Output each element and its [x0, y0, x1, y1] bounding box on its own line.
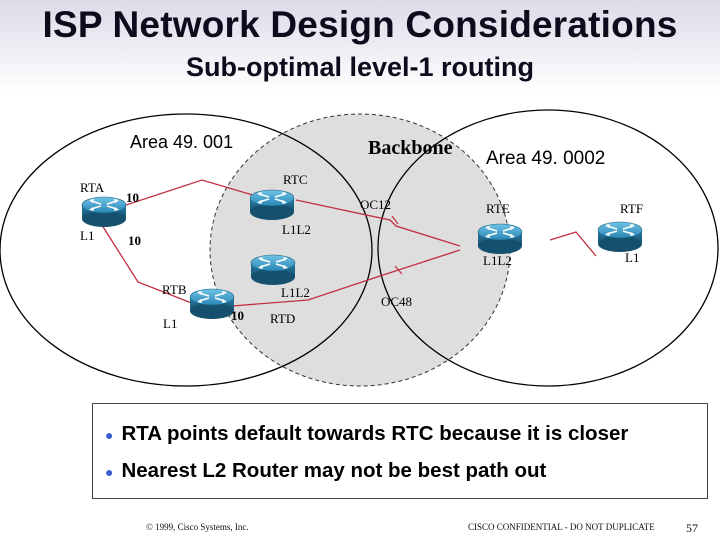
backbone-area	[209, 113, 511, 387]
oc48-crossmark	[394, 265, 403, 275]
router-rtc-icon	[249, 189, 295, 221]
page-subtitle: Sub-optimal level-1 routing	[185, 52, 535, 82]
oc12-crossmark	[391, 215, 399, 225]
link-label-oc48: OC48	[381, 294, 412, 309]
bullet-dot-icon: ●	[105, 463, 114, 480]
header-band	[0, 0, 720, 92]
router-rtb-icon	[189, 288, 235, 320]
bullet-text: Nearest L2 Router may not be best path o…	[121, 459, 547, 482]
bullet-box: ● RTA points default towards RTC because …	[92, 403, 708, 499]
link-rte-rtf	[549, 231, 597, 257]
router-rte-label: RTE	[486, 201, 510, 216]
router-rtb-label: RTB	[162, 282, 187, 297]
footer-confidential: CISCO CONFIDENTIAL - DO NOT DUPLICATE	[468, 522, 655, 532]
link-rtd-rte-oc48	[231, 249, 461, 307]
area-right-label: Area 49. 0002	[486, 148, 605, 169]
router-rtf-icon	[597, 221, 643, 253]
page-title: ISP Network Design Considerations	[42, 4, 678, 45]
footer-copyright: © 1999, Cisco Systems, Inc.	[146, 522, 249, 532]
bullet-text: RTA points default towards RTC because i…	[121, 422, 629, 445]
router-rtd-icon	[250, 254, 296, 286]
bullet-item: ● RTA points default towards RTC because …	[105, 422, 628, 446]
router-rtf-label: RTF	[620, 201, 643, 216]
link-cost-rta-rtc: 10	[126, 190, 139, 205]
link-rtc-rte-oc12	[295, 199, 461, 247]
router-rtc-label: RTC	[283, 172, 308, 187]
link-rta-rtc	[125, 179, 257, 206]
router-rta-label: RTA	[80, 180, 105, 195]
router-rtd-label: RTD	[270, 311, 295, 326]
backbone-label: Backbone	[368, 137, 453, 159]
bullet-dot-icon: ●	[105, 426, 114, 443]
area-right-boundary	[377, 109, 719, 387]
network-diagram: Area 49. 001 Backbone Area 49. 0002 RTA …	[0, 109, 719, 387]
link-label-oc12: OC12	[360, 197, 391, 212]
page-number: 57	[686, 521, 698, 535]
router-rte-level: L1L2	[483, 253, 512, 268]
area-left-boundary	[0, 113, 373, 387]
router-rtf-level: L1	[625, 250, 639, 265]
router-rtc-level: L1L2	[282, 222, 311, 237]
area-left-label: Area 49. 001	[130, 132, 233, 152]
router-rtb-level: L1	[163, 316, 177, 331]
router-rta-level: L1	[80, 228, 94, 243]
link-rta-rtb	[99, 221, 195, 305]
router-rta-icon	[81, 196, 127, 228]
router-rte-icon	[477, 223, 523, 255]
router-rtd-level: L1L2	[281, 285, 310, 300]
bullet-item: ● Nearest L2 Router may not be best path …	[105, 459, 546, 483]
link-cost-rtb-rtd: 10	[231, 308, 244, 323]
link-cost-rta-rtb: 10	[128, 233, 141, 248]
